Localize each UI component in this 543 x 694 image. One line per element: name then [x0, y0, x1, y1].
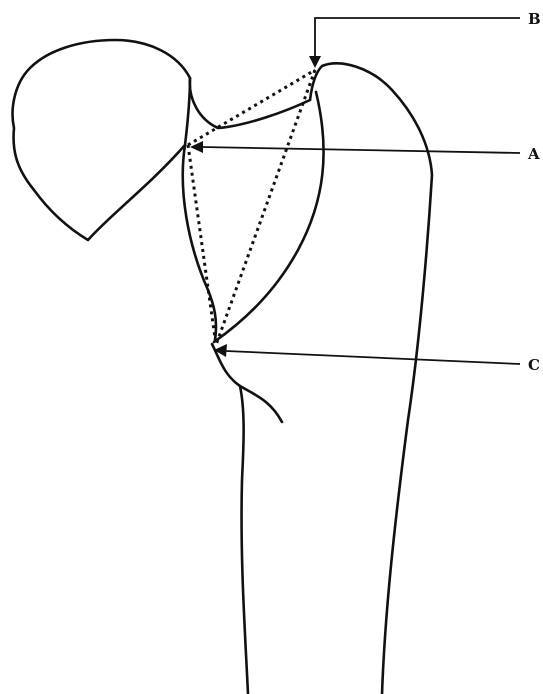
lesser-trochanter	[212, 344, 282, 422]
intertrochanteric-line	[214, 92, 324, 342]
greater-trochanter-lateral-shaft	[310, 63, 432, 694]
femoral-neck-inferior-edge	[183, 145, 216, 340]
medial-shaft	[240, 386, 248, 694]
arrowhead-b-icon	[309, 56, 321, 68]
dotted-line-b-c	[216, 70, 315, 345]
label-c: C	[528, 356, 540, 374]
leader-line-b	[315, 18, 520, 58]
label-a: A	[527, 145, 540, 163]
leader-line-a	[202, 147, 520, 153]
label-b: B	[528, 10, 541, 28]
leader-line-c	[226, 351, 520, 364]
femoral-neck-superior-edge	[190, 78, 310, 128]
femoral-head-outline	[13, 40, 190, 240]
arrowhead-a-icon	[190, 141, 203, 153]
